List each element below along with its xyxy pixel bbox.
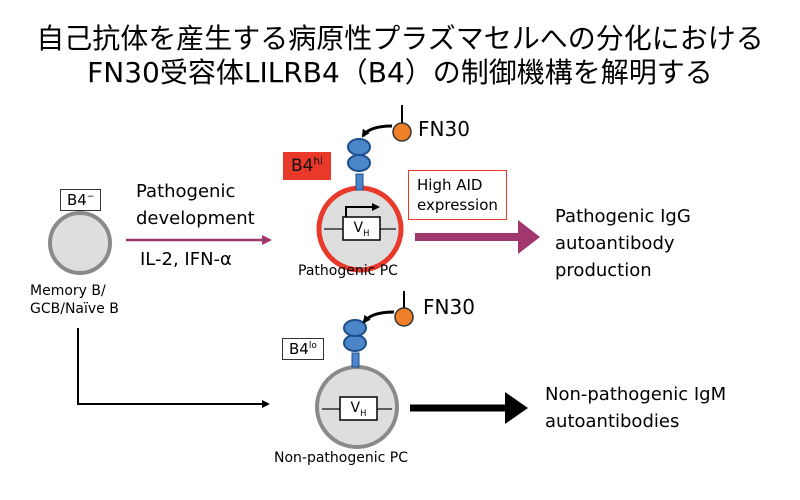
igg-production-arrowhead: [518, 220, 540, 254]
fn30-ligand-top: [392, 122, 412, 142]
nonpathogenic-pc-vh-box: [339, 396, 378, 421]
fn30-binding-arrow-bottom: [362, 310, 395, 324]
nonpathogenic-pc-label: Non-pathogenic PC: [274, 450, 408, 466]
b4-negative-label: B4−: [60, 189, 102, 211]
igg-label-2: autoantibody: [555, 233, 675, 254]
memory-b-cell: [48, 211, 112, 275]
pathogenic-development-label-2: development: [136, 208, 255, 229]
fn30-ligand-bottom: [394, 307, 414, 327]
nonpathogenic-path-arrow: [77, 328, 270, 408]
igg-label-3: production: [555, 260, 652, 281]
high-aid-expression-box: High AID expression: [408, 170, 507, 220]
igg-label-1: Pathogenic IgG: [555, 206, 691, 227]
high-aid-label-2: expression: [417, 196, 498, 214]
fn30-binding-arrow-top: [361, 124, 393, 138]
high-aid-label-1: High AID: [417, 176, 483, 194]
fn30-label-top: FN30: [418, 117, 470, 141]
transcription-arrow: [345, 203, 380, 217]
b4-receptor-domain-bottom-1: [343, 334, 367, 352]
b4-receptor-stem-top: [355, 173, 364, 191]
b4-receptor-domain-top-2: [347, 138, 371, 156]
b4-high-label: B4hi: [283, 152, 331, 180]
nonpathogenic-vh-label: VH: [350, 400, 367, 418]
b4-receptor-domain-top-1: [347, 154, 371, 172]
igm-label-1: Non-pathogenic IgM: [545, 384, 727, 405]
cytokines-label: IL-2, IFN-α: [140, 249, 232, 270]
fn30-label-bottom: FN30: [423, 295, 475, 319]
igm-label-2: autoantibodies: [545, 411, 680, 432]
pathogenic-pc-label: Pathogenic PC: [298, 263, 398, 279]
title-line-2: FN30受容体LILRB4（B4）の制御機構を解明する: [87, 56, 713, 89]
memory-b-label-1: Memory B/: [30, 283, 106, 299]
igm-production-arrowhead: [505, 392, 528, 424]
b4-low-label: B4lo: [282, 338, 324, 360]
b4-receptor-stem-bottom: [351, 352, 360, 368]
title-line-1: 自己抗体を産生する病原性プラズマセルへの分化における: [36, 22, 764, 55]
b4-receptor-domain-bottom-2: [343, 319, 367, 337]
pathogenic-pc-vh-box: [342, 216, 381, 241]
pathogenic-development-label-1: Pathogenic: [136, 181, 236, 202]
pathogenic-vh-label: VH: [353, 220, 370, 238]
memory-b-label-2: GCB/Naïve B: [30, 301, 119, 317]
